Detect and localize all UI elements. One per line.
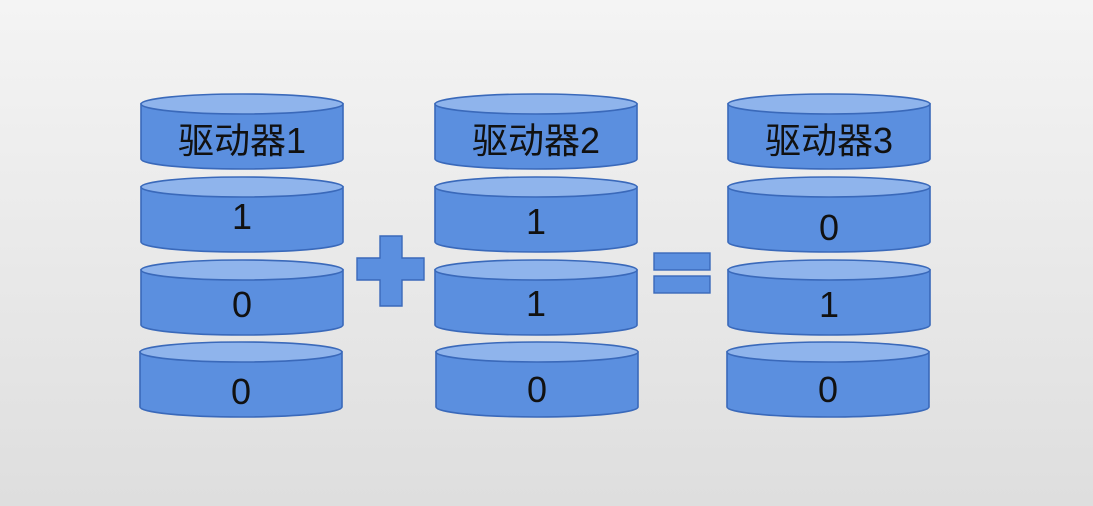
drive-2-header-cylinder: 驱动器2 (434, 93, 638, 170)
drive-3-header-cylinder: 驱动器3 (727, 93, 931, 170)
drive-2-bit-1: 1 (526, 201, 546, 242)
drive-3-bit-2: 1 (819, 284, 839, 325)
drive-3-bit-cylinder-1: 0 (727, 176, 931, 253)
drive-2-bit-cylinder-2: 1 (434, 259, 638, 336)
drive-2-title: 驱动器2 (472, 120, 600, 161)
drive-3-bit-3: 0 (818, 369, 838, 410)
equals-icon (653, 252, 711, 294)
drive-3-bit-1: 0 (819, 207, 839, 248)
drive-2-bit-cylinder-1: 1 (434, 176, 638, 253)
drive-2-bit-3: 0 (527, 369, 547, 410)
drive-3-bit-cylinder-3: 0 (726, 341, 930, 418)
drive-1-bit-3: 0 (231, 371, 251, 412)
drive-1-bit-cylinder-2: 0 (140, 259, 344, 336)
drive-stack-3: 驱动器3 0 1 0 (726, 93, 931, 418)
drive-1-bit-2: 0 (232, 284, 252, 325)
drive-3-title: 驱动器3 (765, 120, 893, 161)
drive-1-header-cylinder: 驱动器1 (140, 93, 344, 170)
drive-1-bit-1: 1 (232, 196, 252, 237)
drive-1-bit-cylinder-1: 1 (140, 176, 344, 253)
drive-3-bit-cylinder-2: 1 (727, 259, 931, 336)
drive-stack-2: 驱动器2 1 1 0 (434, 93, 639, 418)
drive-1-bit-cylinder-3: 0 (139, 341, 343, 418)
drive-1-title: 驱动器1 (178, 120, 306, 161)
plus-icon (356, 235, 425, 307)
drive-2-bit-cylinder-3: 0 (435, 341, 639, 418)
drive-2-bit-2: 1 (526, 283, 546, 324)
drive-stack-1: 驱动器1 1 0 0 (139, 93, 344, 418)
